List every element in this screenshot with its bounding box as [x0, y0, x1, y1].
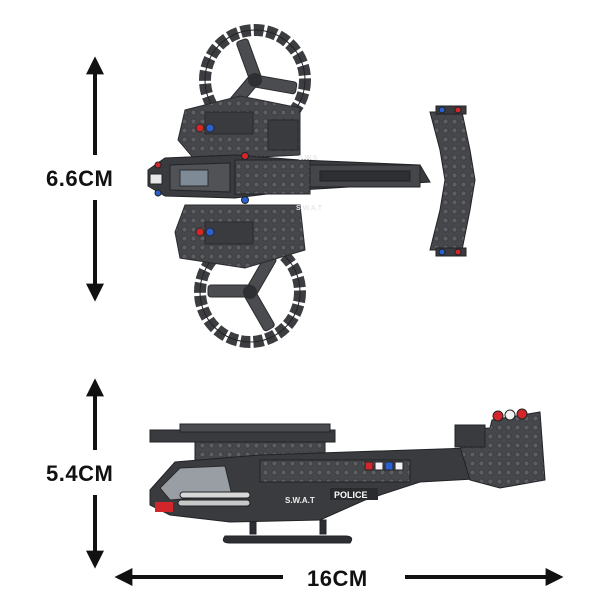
police-decal-bg: [330, 488, 378, 500]
top-decal-upper: S.W.S: [298, 155, 318, 162]
dimension-arrows: [86, 56, 564, 586]
side-decal-swat: S.W.A.T: [285, 496, 315, 505]
side-decal-police: POLICE: [334, 490, 368, 500]
length-label: 16CM: [307, 566, 368, 591]
lower-wing: [174, 204, 306, 269]
side-height-label: 5.4CM: [46, 461, 114, 486]
landing-skids: [222, 519, 353, 544]
missile-pod: [177, 491, 251, 507]
tail-top: [429, 105, 476, 257]
fuselage-top: [147, 152, 431, 204]
top-decal-lower: S.W.A.T: [296, 205, 323, 212]
tail-side: [454, 411, 546, 489]
top-height-label: 6.6CM: [46, 166, 114, 191]
top-view-model: S.W.S S.W.A.T: [147, 24, 476, 348]
side-view-model: [149, 408, 546, 544]
upper-wing: [177, 95, 301, 161]
